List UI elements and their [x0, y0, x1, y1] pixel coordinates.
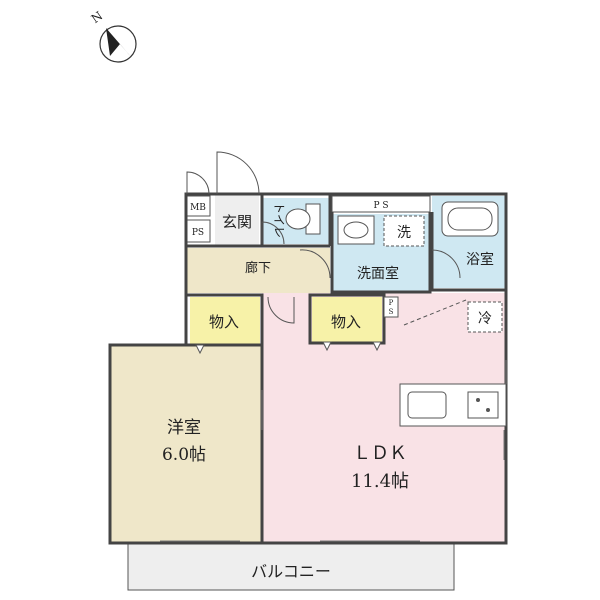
hallway-area [186, 248, 330, 293]
entrance-area [215, 194, 259, 246]
hallway-label: 廊下 [245, 260, 271, 276]
fridge-icon: 冷 [467, 301, 503, 333]
kitchen-counter-icon [399, 383, 507, 427]
ldk-area [262, 293, 506, 543]
storage-left-area [190, 297, 260, 345]
storage-hangers [195, 341, 382, 355]
fridge-label: 冷 [478, 311, 492, 327]
washroom-door [299, 249, 331, 279]
front-door-mb [186, 171, 210, 195]
pipe-space-top [331, 195, 431, 213]
western-room-name: 洋室 [167, 418, 201, 438]
washer-label: 洗 [397, 225, 411, 241]
ps-entrance-label: PS [192, 228, 204, 238]
windows [160, 360, 507, 542]
western-room-area [110, 345, 262, 543]
entrance-label: 玄関 [222, 213, 252, 231]
mb-label: MB [190, 203, 206, 213]
bathtub-inner [447, 207, 493, 231]
ldk-size: 11.4帖 [351, 471, 409, 492]
ps-ldk-label-p: P [389, 299, 394, 307]
bathroom-label: 浴室 [466, 251, 494, 268]
washroom-label: 洗面室 [357, 265, 399, 282]
bath-door [431, 249, 461, 279]
pipe-space-ldk [383, 296, 399, 318]
toilet-door [261, 221, 285, 245]
balcony-label: バルコニー [251, 562, 331, 581]
wall-storage-mid [308, 293, 386, 345]
wall-bathroom [430, 212, 506, 292]
washer-icon: 洗 [383, 215, 425, 247]
storage-mid-label: 物入 [331, 313, 361, 331]
ps-ldk-label-s: S [389, 308, 394, 316]
bathtub-icon [441, 201, 499, 237]
ps-top-label: P S [373, 201, 388, 211]
western-room-size: 6.0帖 [162, 445, 206, 465]
compass-label: N [89, 9, 106, 26]
toilet-label: トイレ [272, 202, 286, 238]
north-arrow-icon: N [89, 9, 137, 63]
toilet-icon [285, 203, 321, 235]
wall-washroom [330, 212, 432, 294]
front-door [216, 151, 260, 195]
storage-mid-area [312, 297, 382, 342]
washbasin-icon [337, 215, 375, 245]
ldk-name: ＬＤＫ [353, 443, 407, 464]
storage-left-label: 物入 [209, 313, 239, 331]
ldk-door [267, 296, 295, 324]
wall-western-room [186, 293, 264, 543]
